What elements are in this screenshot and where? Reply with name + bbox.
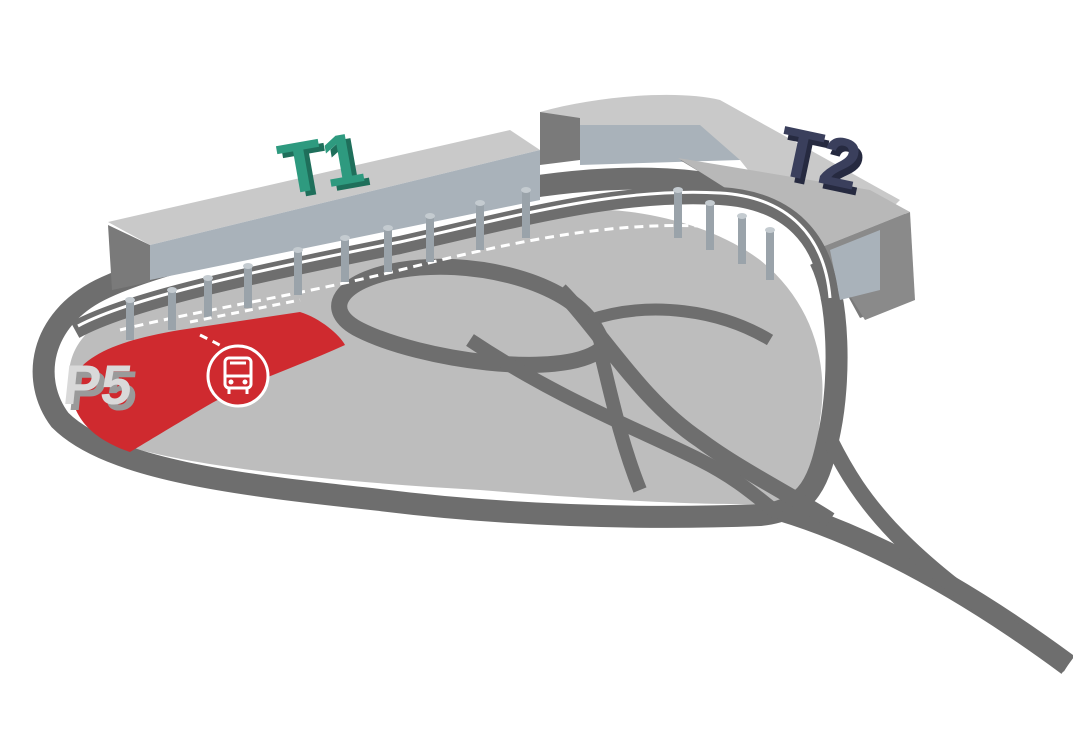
- svg-text:P5: P5: [60, 353, 135, 416]
- t2-label: T2 T2: [771, 111, 871, 210]
- walkway-pillar: [426, 216, 434, 262]
- walkway-pillar-cap: [243, 263, 253, 269]
- shuttle-route-to-terminal: [189, 298, 301, 324]
- walkway-pillar: [766, 230, 774, 280]
- walkway-pillar: [706, 203, 714, 250]
- walkway-pillar: [168, 290, 176, 330]
- svg-text:T1: T1: [278, 122, 375, 215]
- walkway-pillar: [126, 300, 134, 340]
- walkway-pillar: [294, 250, 302, 295]
- svg-text:T1: T1: [273, 117, 370, 210]
- outer-loop-road: [32, 167, 848, 528]
- walkway-pillar-cap: [125, 297, 135, 303]
- svg-text:P5: P5: [66, 359, 141, 422]
- bus-icon: [206, 344, 270, 408]
- walkway-pillars: [125, 187, 775, 340]
- walkway-pillar-cap: [737, 213, 747, 219]
- walkway-pillar-cap: [167, 287, 177, 293]
- interchange-road-c: [593, 348, 647, 493]
- walkway-pillar: [204, 278, 212, 318]
- terminal-t1-building: [108, 130, 540, 290]
- walkway-pillar-cap: [705, 200, 715, 206]
- p5-label: P5 P5: [60, 353, 140, 422]
- walkway-pillar-cap: [203, 275, 213, 281]
- walkway-pillar: [476, 203, 484, 250]
- exit-ramp-right: [822, 436, 1073, 672]
- walkway-pillar-cap: [521, 187, 531, 193]
- walkway-pillar: [674, 190, 682, 238]
- t1-label: T1 T1: [273, 117, 375, 214]
- walkway-pillar: [522, 190, 530, 238]
- walkway-pillar-cap: [673, 187, 683, 193]
- svg-text:T2: T2: [771, 111, 867, 204]
- walkway-pillar-cap: [425, 213, 435, 219]
- walkway-pillar: [341, 238, 349, 282]
- walkway-rail-lower: [119, 224, 802, 332]
- interchange-road-a: [554, 284, 835, 527]
- terminal-t2-building: [540, 94, 915, 320]
- walkway-pillar: [384, 228, 392, 272]
- walkway-pillar-cap: [765, 227, 775, 233]
- walkway-pillar-cap: [383, 225, 393, 231]
- walkway-pillar-cap: [293, 247, 303, 253]
- connector-road: [588, 303, 774, 346]
- walkway-pillar-cap: [475, 200, 485, 206]
- svg-text:T2: T2: [775, 117, 871, 210]
- walkway-pillar: [244, 266, 252, 308]
- walkway-pillar: [738, 216, 746, 264]
- walkway-pillar-cap: [340, 235, 350, 241]
- interchange-road-b: [466, 334, 785, 521]
